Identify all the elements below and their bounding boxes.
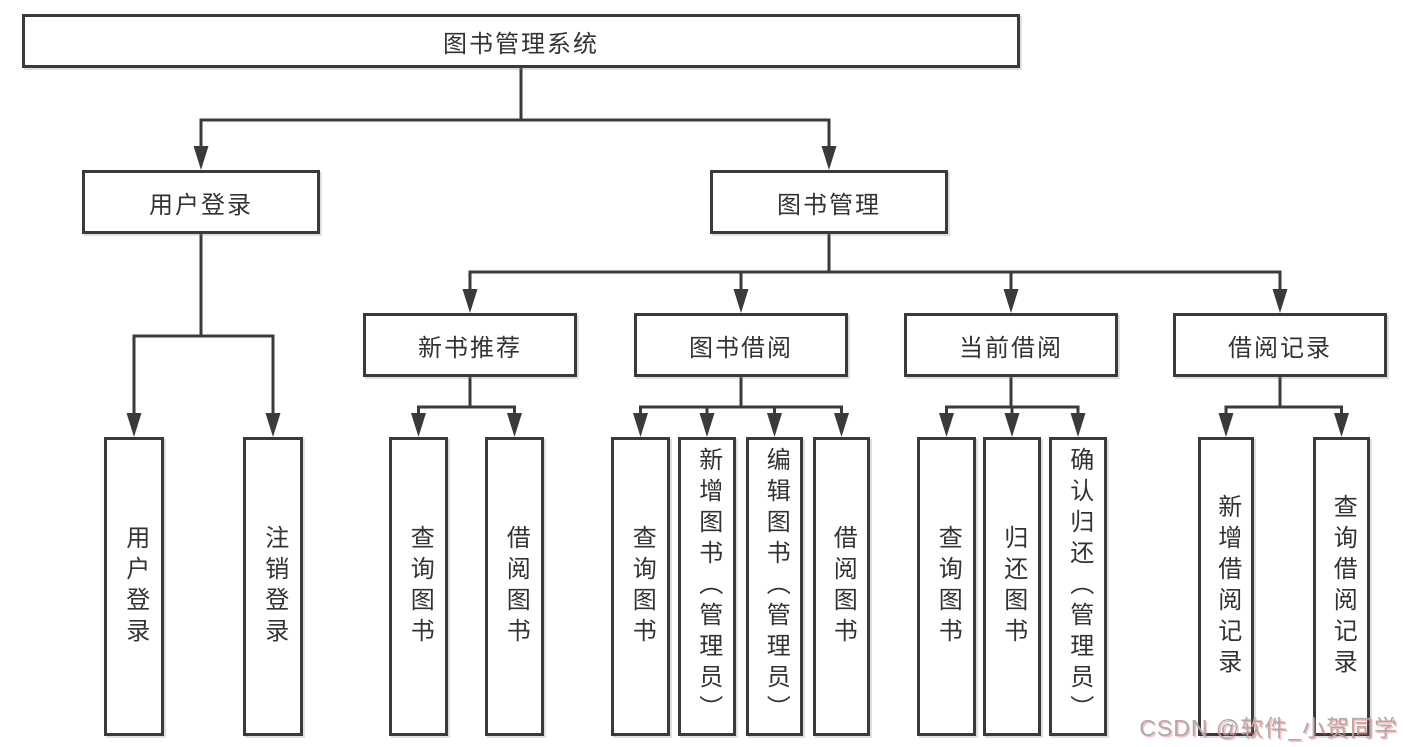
leaf-query-books-1: 查询图书 (389, 437, 448, 736)
connector-book-borrow-to-leaves (633, 377, 849, 437)
leaf-add-borrow-record: 新增借阅记录 (1198, 437, 1254, 736)
leaf-query-books-3: 查询图书 (917, 437, 976, 736)
csdn-watermark: CSDN @软件_小贺同学 (1139, 715, 1398, 741)
node-root: 图书管理系统 (22, 14, 1020, 68)
leaf-logout-label: 注销登录 (260, 524, 287, 649)
leaf-add-borrow-record-label: 新增借阅记录 (1213, 493, 1240, 680)
connector-borrow-records-to-leaves (1218, 377, 1349, 437)
leaf-query-borrow-record-label: 查询借阅记录 (1329, 493, 1356, 680)
leaf-query-borrow-record: 查询借阅记录 (1313, 437, 1370, 736)
node-current-borrow: 当前借阅 (904, 313, 1118, 377)
leaf-logout: 注销登录 (243, 437, 303, 736)
leaf-edit-books-admin: 编辑图书（管理员） (746, 437, 803, 736)
leaf-confirm-return-admin: 确认归还（管理员） (1049, 437, 1107, 736)
node-borrow-records: 借阅记录 (1173, 313, 1387, 377)
leaf-query-books-2: 查询图书 (611, 437, 670, 736)
leaf-user-login-label: 用户登录 (121, 524, 148, 649)
node-borrow-records-label: 借阅记录 (1228, 335, 1332, 362)
connector-root-to-level2 (193, 68, 837, 170)
connector-current-borrow-to-leaves (939, 377, 1086, 437)
leaf-confirm-return-admin-label: 确认归还（管理员） (1065, 447, 1092, 726)
connector-book-mgmt-to-level3 (462, 234, 1288, 313)
leaf-query-books-3-label: 查询图书 (934, 524, 961, 649)
leaf-borrow-books-2: 借阅图书 (813, 437, 870, 736)
leaf-edit-books-admin-label: 编辑图书（管理员） (762, 447, 789, 726)
node-user-login: 用户登录 (82, 170, 320, 234)
leaf-add-books-admin-label: 新增图书（管理员） (694, 447, 721, 726)
node-book-borrow-label: 图书借阅 (689, 335, 793, 362)
leaf-return-books-label: 归还图书 (999, 524, 1026, 649)
leaf-return-books: 归还图书 (983, 437, 1041, 736)
connector-user-login-to-leaves (126, 234, 281, 437)
node-new-books: 新书推荐 (363, 313, 577, 377)
node-book-mgmt-label: 图书管理 (777, 192, 881, 219)
leaf-user-login: 用户登录 (104, 437, 164, 736)
leaf-borrow-books-1: 借阅图书 (485, 437, 544, 736)
leaf-query-books-2-label: 查询图书 (628, 524, 655, 649)
node-book-borrow: 图书借阅 (634, 313, 848, 377)
node-user-login-label: 用户登录 (149, 192, 253, 219)
leaf-borrow-books-2-label: 借阅图书 (829, 524, 856, 649)
node-book-mgmt: 图书管理 (710, 170, 948, 234)
connector-new-books-to-leaves (411, 377, 522, 437)
leaf-borrow-books-1-label: 借阅图书 (502, 524, 529, 649)
node-new-books-label: 新书推荐 (418, 335, 522, 362)
node-root-label: 图书管理系统 (443, 31, 599, 58)
node-current-borrow-label: 当前借阅 (959, 335, 1063, 362)
leaf-query-books-1-label: 查询图书 (406, 524, 433, 649)
leaf-add-books-admin: 新增图书（管理员） (678, 437, 736, 736)
